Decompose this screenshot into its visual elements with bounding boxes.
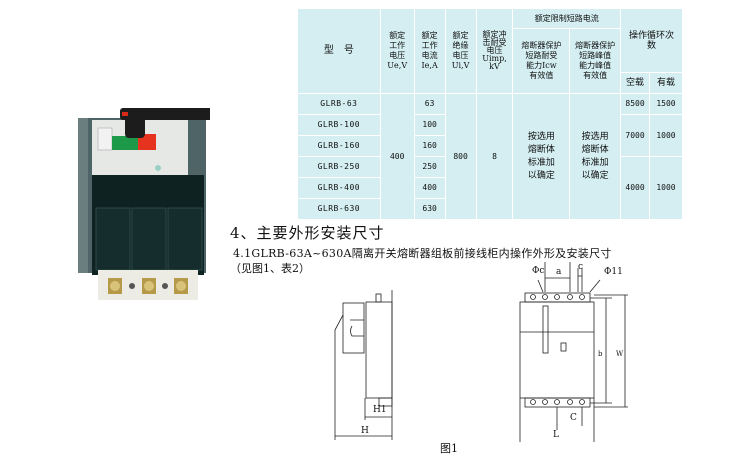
current-cell: 630: [413, 198, 446, 220]
section-title: 4、主要外形安装尺寸: [230, 224, 385, 242]
icw-cell: 按选用熔断体标准加以确定: [512, 93, 571, 220]
front-view-drawing: [519, 262, 628, 442]
header-peak: 熔断器保护短路峰值能力峰值有效值: [569, 28, 622, 94]
label-a: a: [556, 267, 562, 277]
table-row: GLRB-160 160: [297, 135, 683, 157]
label-c: c: [578, 262, 584, 272]
header-model: 型 号: [297, 8, 381, 94]
no-load-cell: 7000: [620, 114, 650, 157]
label-H1: H1: [373, 405, 387, 415]
rated-voltage-cell: 400: [379, 93, 415, 220]
label-H: H: [361, 426, 369, 436]
label-L: L: [553, 430, 559, 440]
label-W: W: [616, 350, 624, 358]
side-view-drawing: [334, 290, 393, 440]
label-C: C: [570, 413, 577, 423]
peak-cell: 按选用熔断体标准加以确定: [569, 93, 622, 220]
section-subtitle: 4.1GLRB-63A~630A隔离开关熔断器组板前接线柜内操作外形及安装尺寸: [233, 247, 612, 260]
table-row: GLRB-63 400 63 800 8 按选用熔断体标准加以确定 按选用熔断体…: [297, 93, 683, 220]
table-row: GLRB-100 100 7000 1000: [297, 114, 683, 157]
current-cell: 160: [413, 135, 446, 157]
model-cell: GLRB-630: [297, 198, 381, 220]
table-row: GLRB-630 630: [297, 198, 683, 220]
load-cell: 1000: [649, 156, 683, 220]
header-short-circuit-group: 额定限制短路电流: [512, 8, 622, 29]
label-phi-c: Φc: [532, 266, 545, 276]
header-load: 有载: [649, 72, 683, 94]
header-cycles: 操作循环次数: [620, 8, 683, 73]
label-b: b: [598, 350, 603, 358]
impulse-voltage-cell: 8: [475, 93, 514, 220]
label-phi11: Φ11: [604, 267, 623, 277]
product-photo: [70, 98, 212, 303]
table-row: GLRB-250 250 4000 1000: [297, 156, 683, 220]
section-reference: （见图1、表2）: [230, 262, 310, 275]
insulation-voltage-cell: 800: [444, 93, 477, 220]
figure-caption: 图1: [440, 442, 458, 455]
no-load-cell: 4000: [620, 156, 650, 220]
